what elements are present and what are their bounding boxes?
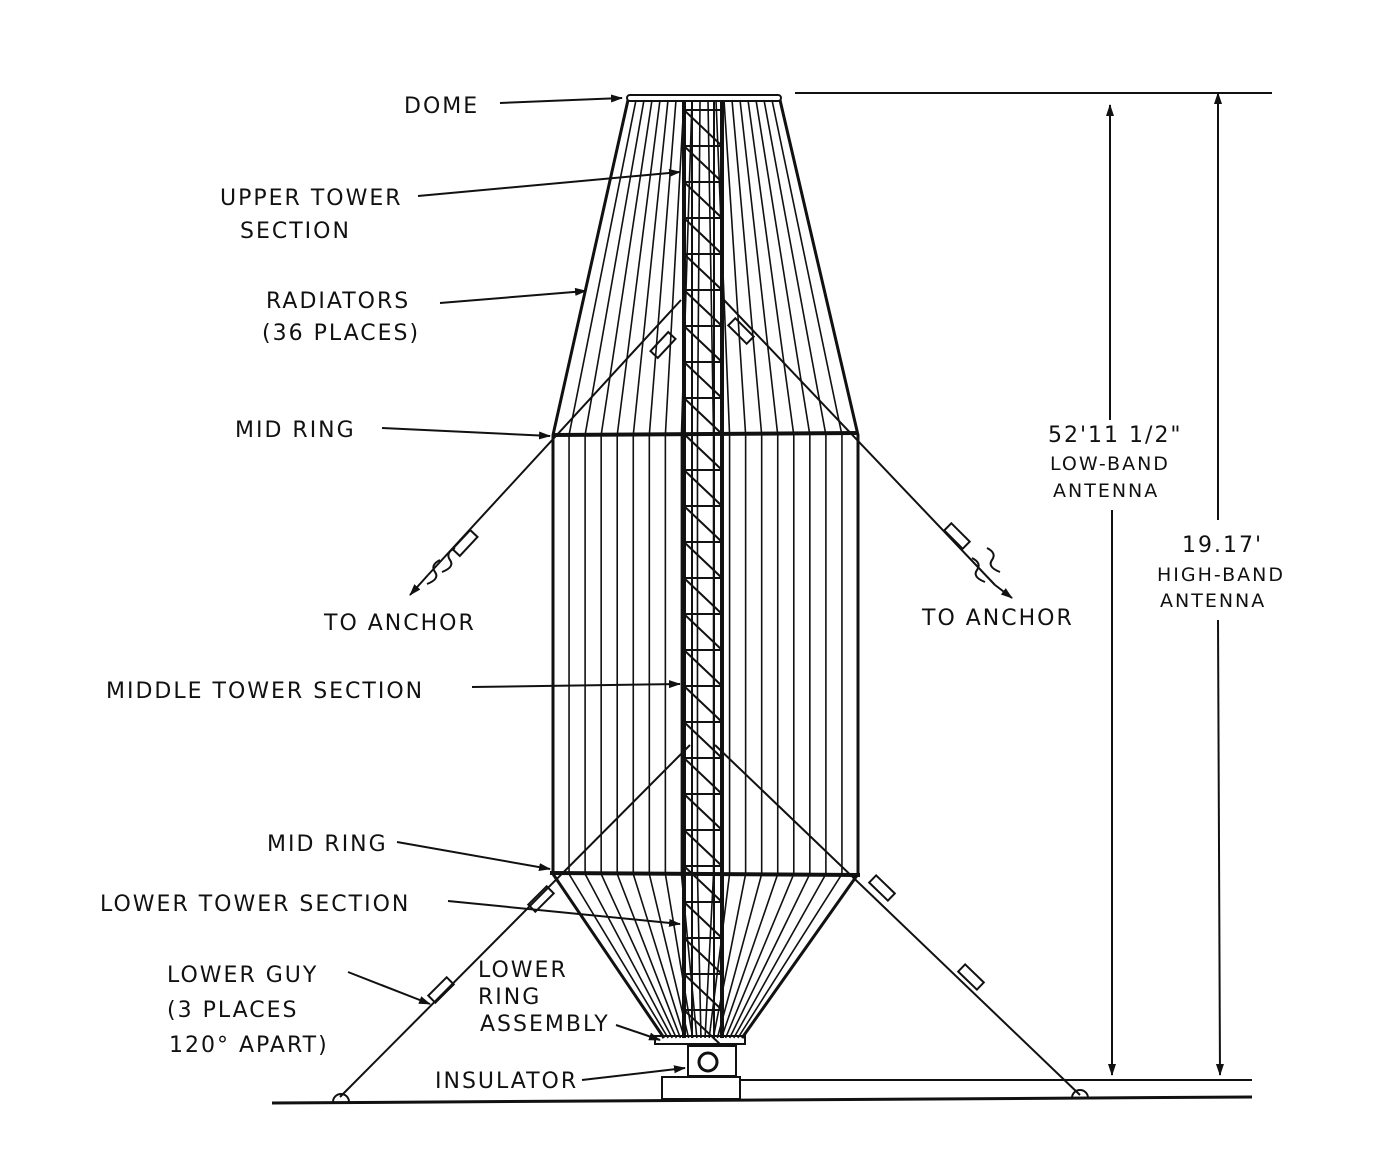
radiator [696, 99, 702, 1039]
tower-brace [683, 937, 723, 975]
label-lower-ring: LOWER [478, 958, 568, 983]
label-upper-tower: UPPER TOWER [220, 186, 403, 211]
label-to-anchor-right: TO ANCHOR [921, 606, 1074, 631]
tower-brace [683, 541, 723, 579]
tower-brace [683, 289, 723, 327]
radiator [616, 99, 682, 1039]
tower-lattice [682, 100, 724, 1047]
high-band-antenna: ANTENNA [1160, 590, 1266, 612]
label-lower-guy-places: (3 PLACES [167, 998, 299, 1023]
radiator [740, 99, 860, 1039]
label-insulator: INSULATOR [435, 1069, 578, 1094]
radiator [584, 99, 673, 1039]
leader-lines [347, 94, 686, 1081]
tower-brace [683, 469, 723, 507]
radiator [664, 99, 694, 1039]
tower-brace [683, 793, 723, 831]
label-lower-guy-apart: 120° APART) [169, 1033, 329, 1058]
tower-brace [683, 721, 723, 759]
high-band-label: HIGH-BAND [1157, 564, 1285, 586]
tower-brace [683, 397, 723, 435]
label-radiators-count: (36 PLACES) [262, 321, 420, 346]
tower-brace [683, 217, 723, 255]
label-mid-ring-top: MID RING [235, 418, 356, 443]
radiator [728, 99, 811, 1039]
low-band-label: LOW-BAND [1050, 453, 1170, 475]
tower-brace [683, 649, 723, 687]
radiator [720, 99, 779, 1039]
radiator [568, 99, 669, 1039]
tower-brace [683, 829, 723, 867]
tower-brace [683, 325, 723, 363]
label-middle-tower: MIDDLE TOWER SECTION [106, 679, 424, 704]
radiator [737, 99, 843, 1039]
insulator [661, 1045, 741, 1100]
label-mid-ring-bottom: MID RING [267, 832, 388, 857]
ground-line [271, 1079, 1253, 1105]
radiator [724, 99, 795, 1039]
tower-brace [683, 577, 723, 615]
tower-brace [683, 181, 723, 219]
label-dome: DOME [404, 94, 479, 119]
label-lower-guy: LOWER GUY [167, 963, 318, 988]
label-radiators: RADIATORS [266, 289, 410, 314]
low-band-antenna: ANTENNA [1053, 480, 1159, 502]
label-lower-ring-assembly: ASSEMBLY [480, 1012, 610, 1037]
tower-brace [683, 1009, 723, 1047]
label-upper-tower-section: SECTION [240, 219, 351, 244]
dome [626, 94, 782, 102]
tower-brace [683, 757, 723, 795]
tower-brace [683, 685, 723, 723]
label-to-anchor-left: TO ANCHOR [323, 611, 476, 636]
tower-brace [683, 901, 723, 939]
tower-brace [683, 973, 723, 1011]
radiator [632, 99, 686, 1039]
radiators [551, 99, 860, 1039]
tower-brace [683, 505, 723, 543]
tower-brace [683, 361, 723, 399]
high-band-dimension [1214, 92, 1224, 1076]
label-lower-tower: LOWER TOWER SECTION [100, 892, 410, 917]
tower-brace [683, 253, 723, 291]
radiator [551, 99, 666, 1039]
tower-brace [683, 109, 723, 147]
label-lower-ring-ring: RING [478, 985, 541, 1010]
radiator [600, 99, 678, 1039]
tower-brace [683, 613, 723, 651]
radiator [712, 99, 747, 1039]
low-band-dimension [795, 92, 1272, 1076]
radiator [733, 99, 827, 1039]
radiator [680, 99, 698, 1039]
guy-wires [332, 299, 1089, 1103]
high-band-value: 19.17' [1182, 533, 1263, 558]
tower-brace [683, 865, 723, 903]
radiator [716, 99, 763, 1039]
tower-brace [683, 433, 723, 471]
tower-brace [683, 145, 723, 183]
low-band-value: 52'11 1/2" [1048, 423, 1183, 448]
mid-ring-bottom [549, 871, 861, 877]
radiator [648, 99, 690, 1039]
